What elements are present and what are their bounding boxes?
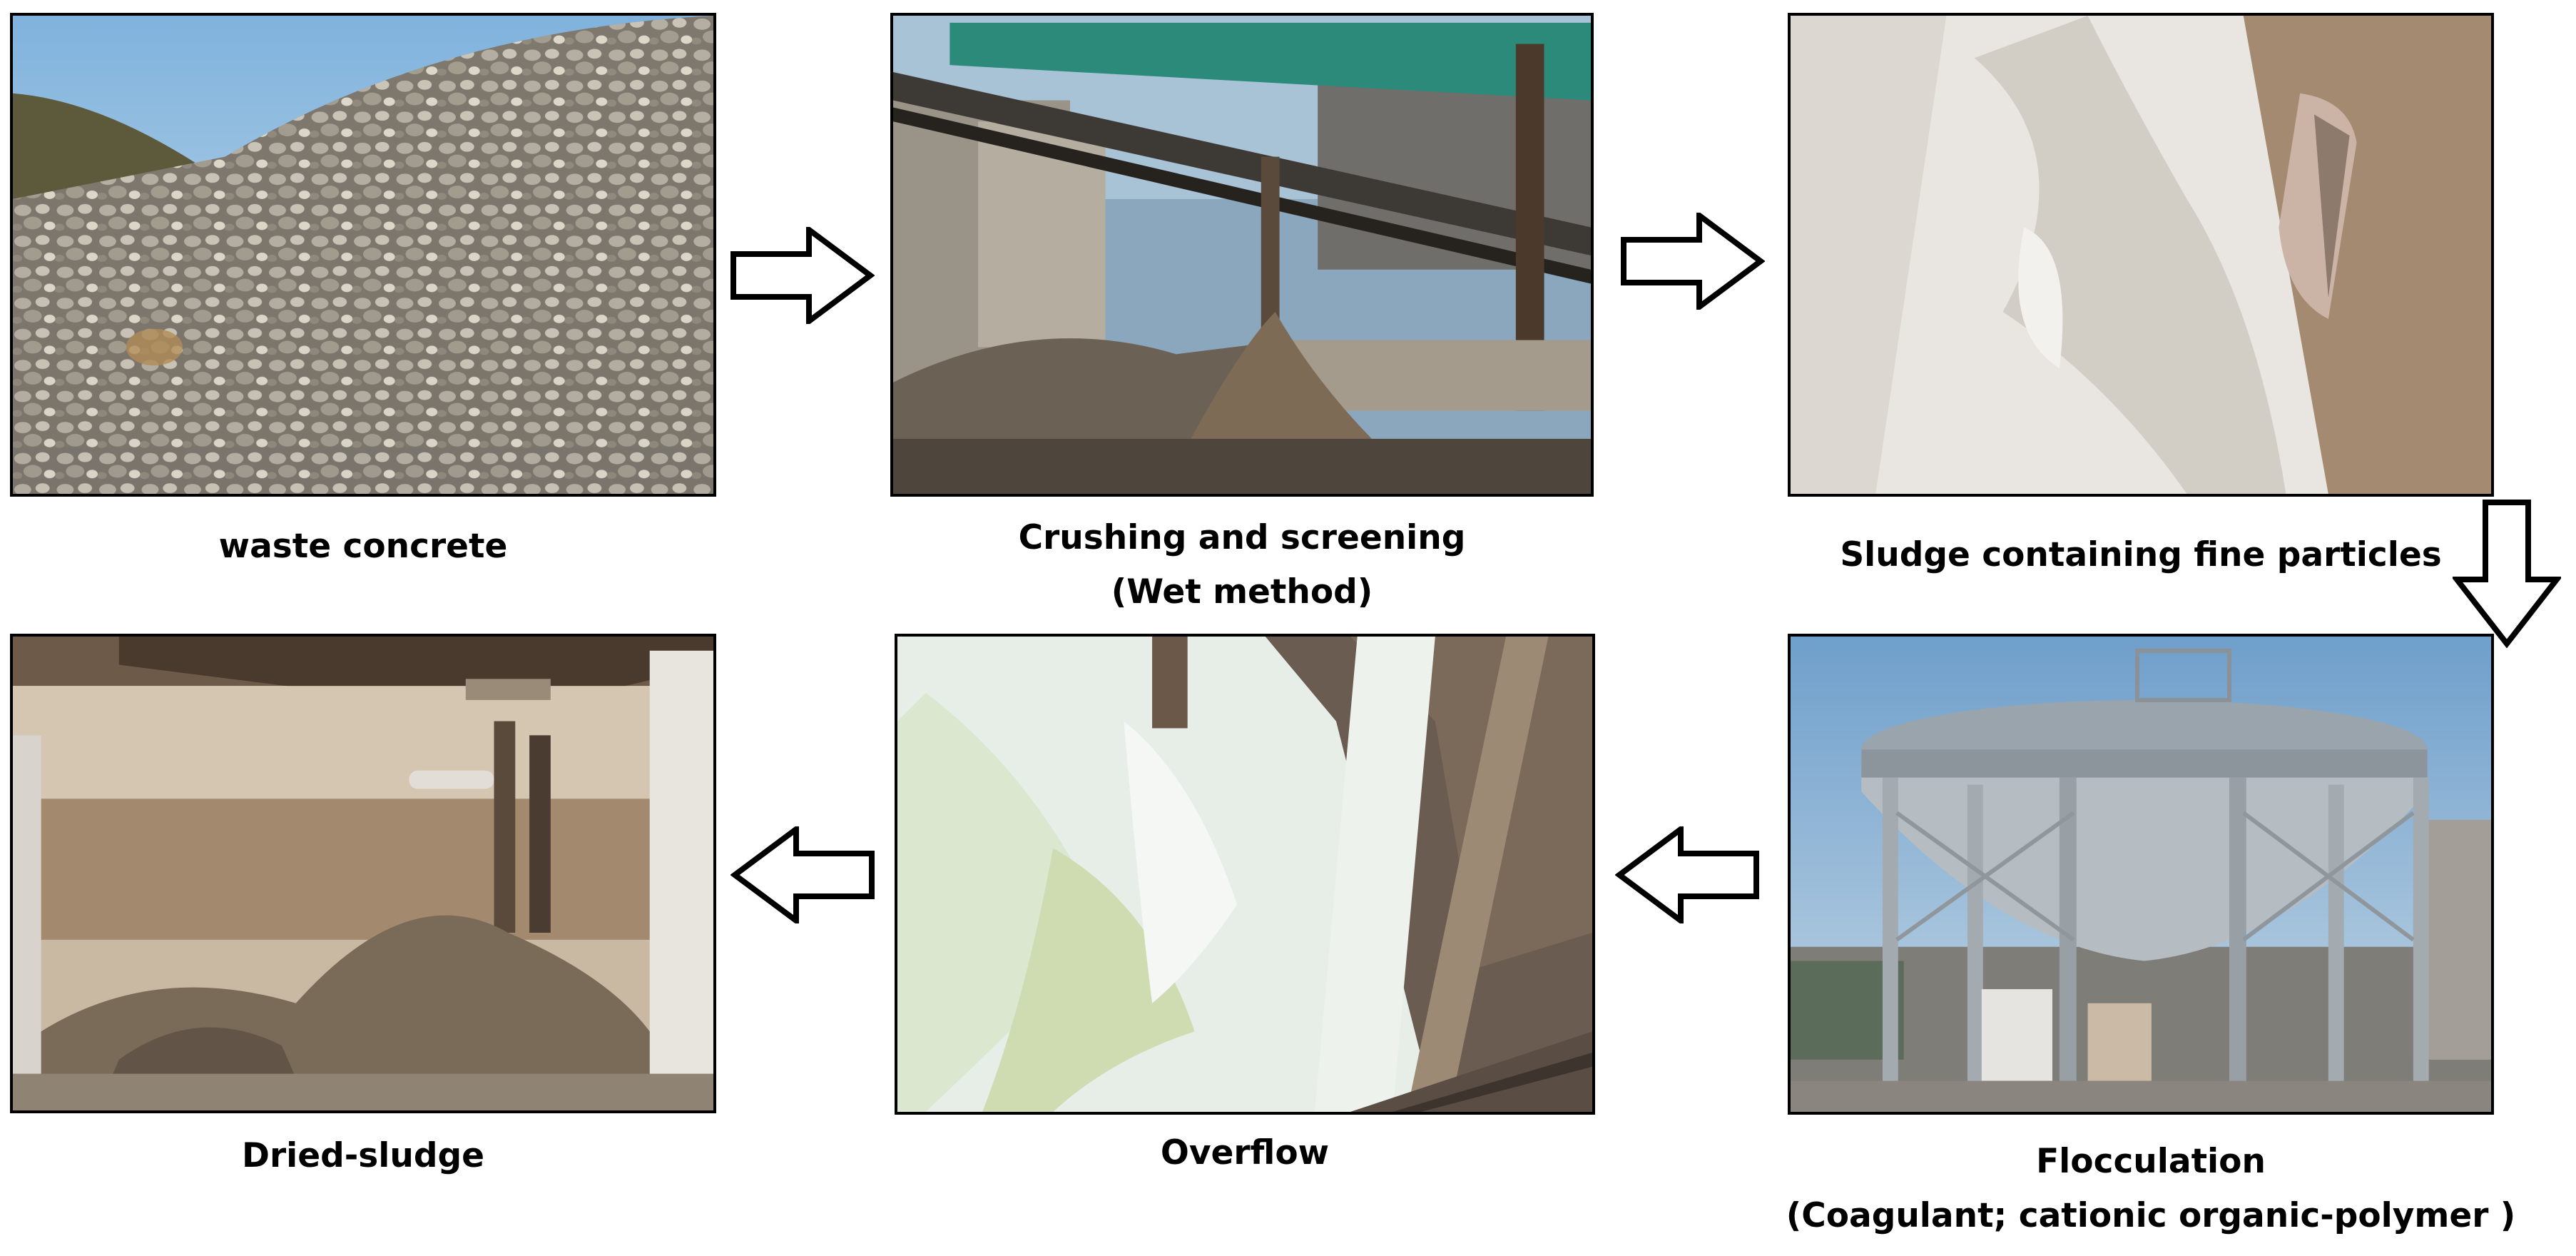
down-arrow-icon	[2453, 500, 2561, 648]
crushing-plant-image	[893, 16, 1591, 494]
left-arrow-icon	[1615, 826, 1759, 923]
caption-line: (Coagulant; cationic organic-polymer )	[1786, 1196, 2516, 1235]
caption-waste-concrete: waste concrete	[10, 520, 716, 574]
arrow-left-2	[730, 826, 875, 923]
caption-line: Crushing and screening	[1018, 518, 1466, 557]
caption-flocculation: Flocculation (Coagulant; cationic organi…	[1741, 1135, 2561, 1243]
arrow-right-1	[730, 227, 875, 324]
sludge-image	[1791, 16, 2491, 494]
arrow-down	[2453, 500, 2561, 648]
dried-sludge-image	[13, 637, 713, 1110]
caption-line: Sludge containing fine particles	[1840, 535, 2442, 574]
flocculation-tank-image	[1791, 637, 2491, 1112]
photo-waste-concrete	[10, 13, 716, 497]
photo-sludge-fine-particles	[1788, 13, 2494, 497]
left-arrow-icon	[730, 826, 875, 923]
caption-line: Dried-sludge	[241, 1136, 485, 1175]
arrow-left-1	[1615, 826, 1759, 923]
caption-line: Overflow	[1160, 1133, 1330, 1173]
photo-overflow	[895, 634, 1595, 1115]
photo-flocculation	[1788, 634, 2494, 1115]
right-arrow-icon	[1621, 213, 1765, 310]
waste-concrete-image	[13, 16, 713, 494]
caption-crushing-screening: Crushing and screening (Wet method)	[890, 511, 1594, 619]
caption-line: Flocculation	[2036, 1142, 2266, 1181]
arrow-right-2	[1621, 213, 1765, 310]
photo-dried-sludge	[10, 634, 716, 1113]
caption-overflow: Overflow	[895, 1126, 1595, 1180]
caption-line: waste concrete	[218, 527, 508, 566]
right-arrow-icon	[730, 227, 875, 324]
caption-sludge-fine-particles: Sludge containing fine particles	[1788, 528, 2494, 582]
caption-line: (Wet method)	[1111, 572, 1373, 612]
overflow-image	[897, 637, 1592, 1112]
photo-crushing-screening	[890, 13, 1594, 497]
caption-dried-sludge: Dried-sludge	[10, 1129, 716, 1183]
